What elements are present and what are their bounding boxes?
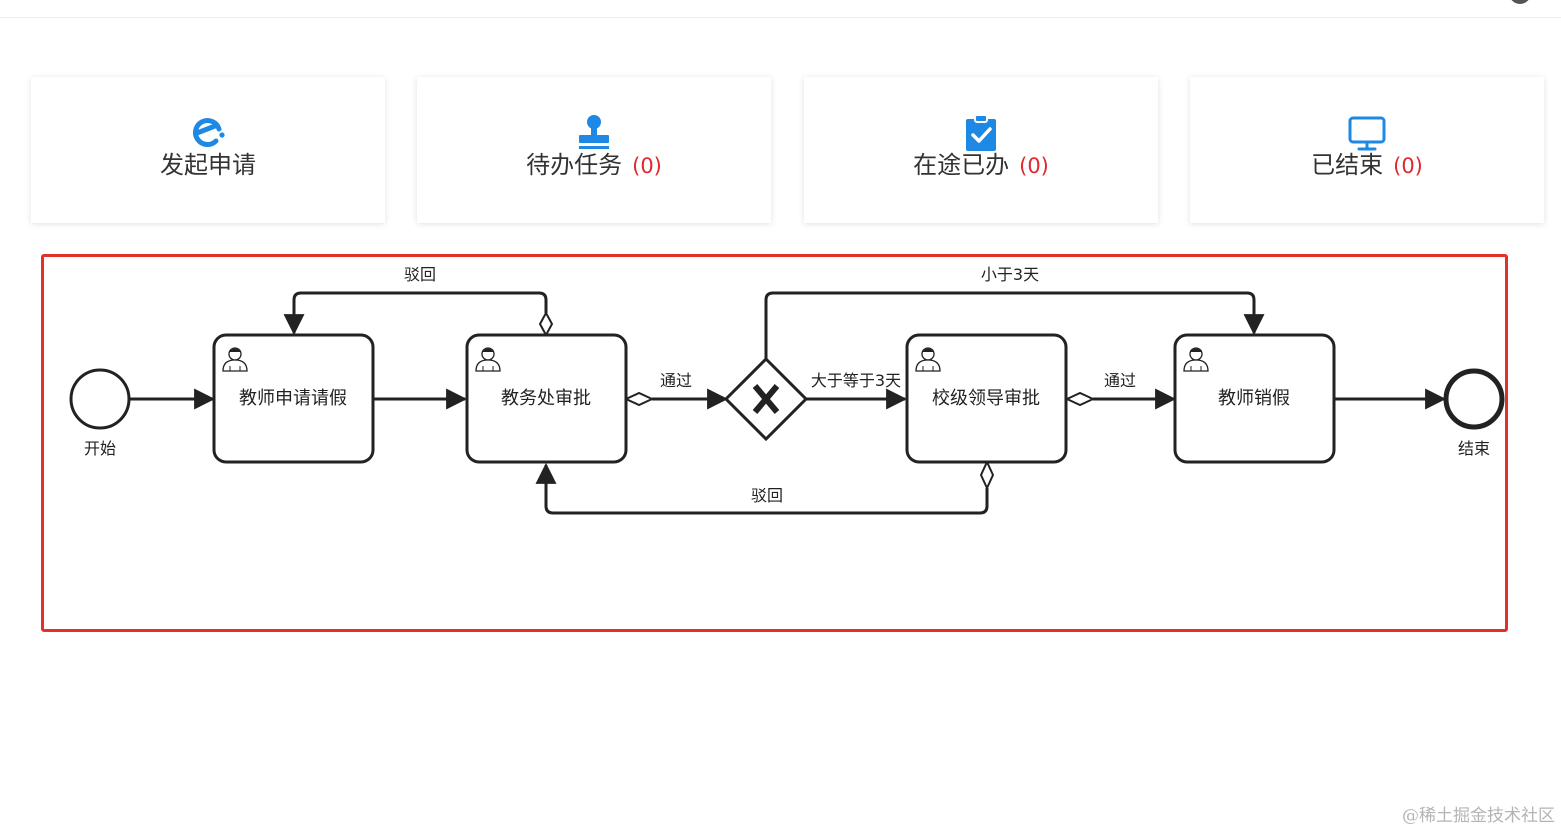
flow-label-pass-1: 通过 [660,371,692,390]
stamp-icon [574,113,614,153]
in-progress-done-card[interactable]: 在途已办 (0) [804,77,1158,223]
todo-tasks-title: 待办任务 (0) [417,145,771,180]
todo-tasks-card[interactable]: 待办任务 (0) [417,77,771,223]
start-event[interactable] [69,368,131,430]
sequence-flows [129,291,1447,515]
in-progress-done-count: (0) [1019,154,1049,178]
flow-label-reject-bottom: 驳回 [751,486,783,505]
x-gateway-icon [752,384,780,414]
finished-card[interactable]: 已结束 (0) [1190,77,1544,223]
task-leader-approval-label: 校级领导审批 [932,388,1040,409]
apply-icon [188,113,228,153]
task-leader-approval[interactable]: 校级领导审批 [905,333,1068,464]
end-event-label: 结束 [1458,439,1490,458]
finished-count: (0) [1393,154,1423,178]
end-event[interactable] [1443,368,1505,430]
start-event-label: 开始 [84,439,116,458]
clipboard-check-icon [961,113,1001,153]
flow-label-reject-top: 驳回 [404,265,436,284]
watermark: @稀土掘金技术社区 [1402,806,1555,826]
flow-less-than-3[interactable] [764,291,1265,359]
task-cancel-leave-label: 教师销假 [1218,388,1290,409]
task-cancel-leave[interactable]: 教师销假 [1173,333,1336,464]
todo-tasks-count: (0) [632,154,662,178]
top-header-bar [0,0,1561,18]
flow-reject-bottom[interactable] [535,462,989,515]
task-teacher-apply[interactable]: 教师申请请假 [212,333,375,464]
flow-reject-top[interactable] [283,291,548,336]
process-diagram-panel: 开始 结束 教师申请请假 教务处审批 校级领导审批 教师销假 [41,254,1508,632]
exclusive-gateway[interactable] [723,356,809,442]
user-avatar[interactable] [1509,0,1531,4]
condition-markers [538,310,1096,491]
bpmn-canvas[interactable]: 开始 结束 教师申请请假 教务处审批 校级领导审批 教师销假 [44,257,1505,629]
in-progress-done-title: 在途已办 (0) [804,145,1158,180]
apply-card-title: 发起申请 [31,145,385,180]
monitor-icon [1347,113,1387,153]
finished-label: 已结束 [1311,151,1384,179]
in-progress-done-label: 在途已办 [913,151,1010,179]
todo-tasks-label: 待办任务 [526,151,623,179]
flow-label-gte-3: 大于等于3天 [811,371,901,390]
apply-card[interactable]: 发起申请 [31,77,385,223]
flow-label-pass-2: 通过 [1104,371,1136,390]
flow-label-less-than-3: 小于3天 [981,265,1039,284]
task-academic-approval-label: 教务处审批 [501,388,591,409]
apply-card-label: 发起申请 [160,151,256,179]
task-academic-approval[interactable]: 教务处审批 [465,333,628,464]
finished-title: 已结束 (0) [1190,145,1544,180]
task-teacher-apply-label: 教师申请请假 [239,388,347,409]
